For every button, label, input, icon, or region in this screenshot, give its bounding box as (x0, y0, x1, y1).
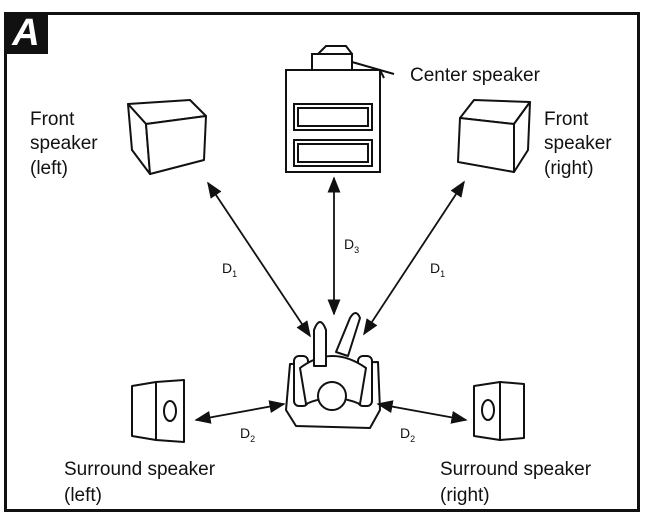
diagram-frame (4, 12, 640, 512)
surround-right-label-line2: (right) (440, 485, 490, 506)
front-left-label-line2: speaker (30, 133, 98, 154)
d2-left-arrow (194, 400, 286, 424)
distance-label-d1-right: D1 (430, 260, 446, 279)
distance-label-d2-right: D2 (400, 425, 416, 444)
distance-label-d1-left: D1 (222, 260, 238, 279)
front-left-label-line1: Front (30, 109, 75, 130)
distance-label-d3: D3 (344, 236, 360, 255)
d1-right-arrow (363, 180, 465, 336)
listener (285, 312, 381, 429)
surround-right-label-line1: Surround speaker (440, 459, 592, 480)
panel-letter-badge: A (4, 12, 48, 54)
center-speaker (285, 45, 385, 173)
front-right-label-line3: (right) (544, 158, 594, 179)
front-speaker-left (127, 99, 207, 175)
surround-left-label-line2: (left) (64, 485, 102, 506)
front-right-label-line1: Front (544, 109, 589, 130)
distance-label-d2-left: D2 (240, 425, 256, 444)
surround-speaker-right (473, 381, 525, 441)
front-right-label-line2: speaker (544, 133, 612, 154)
front-speaker-right (457, 99, 531, 173)
d1-left-arrow (207, 181, 311, 338)
surround-left-label-line1: Surround speaker (64, 459, 216, 480)
surround-speaker-left (131, 379, 185, 443)
d2-right-arrow (376, 400, 468, 424)
front-left-label-line3: (left) (30, 158, 68, 179)
center-label-leader (351, 61, 395, 75)
center-speaker-label: Center speaker (410, 65, 540, 86)
